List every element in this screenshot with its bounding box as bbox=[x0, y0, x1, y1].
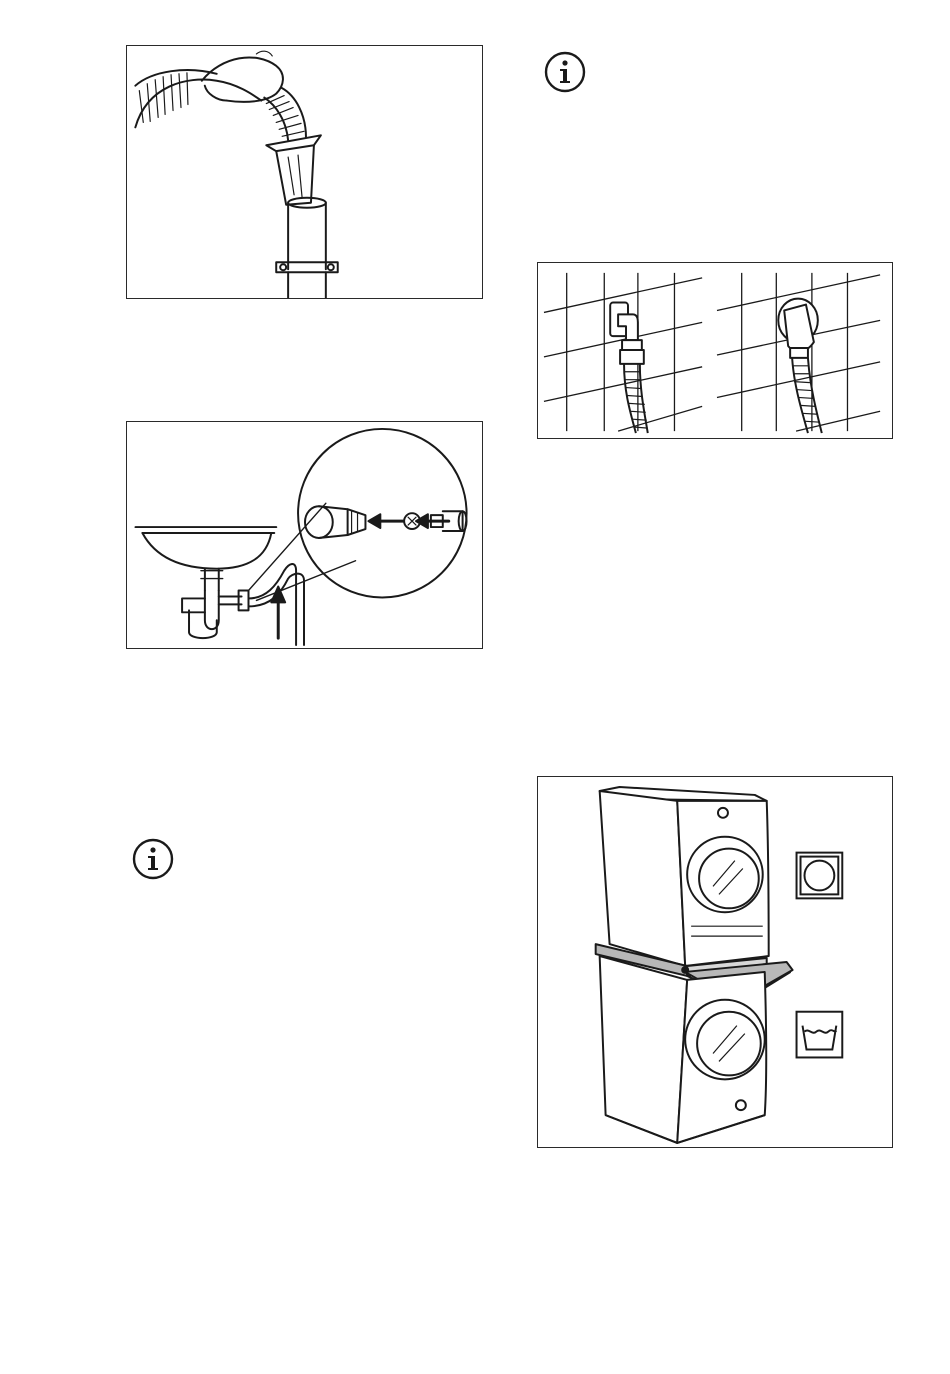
figure-drain-hose-sink-trap bbox=[126, 421, 483, 649]
stacking-kit-illustration bbox=[538, 777, 892, 1147]
info-icon bbox=[131, 837, 175, 881]
drain-hose-sink-trap-illustration bbox=[127, 422, 482, 648]
water-tap-connections-illustration bbox=[538, 263, 892, 438]
info-icon bbox=[543, 50, 587, 94]
dryer-symbol-icon bbox=[797, 853, 843, 899]
washing-symbol-icon bbox=[797, 1012, 843, 1058]
figure-drain-hose-standpipe bbox=[126, 45, 483, 299]
figure-water-tap-connections bbox=[537, 262, 893, 439]
drain-hose-standpipe-illustration bbox=[127, 46, 482, 298]
figure-stacking-kit bbox=[537, 776, 893, 1148]
